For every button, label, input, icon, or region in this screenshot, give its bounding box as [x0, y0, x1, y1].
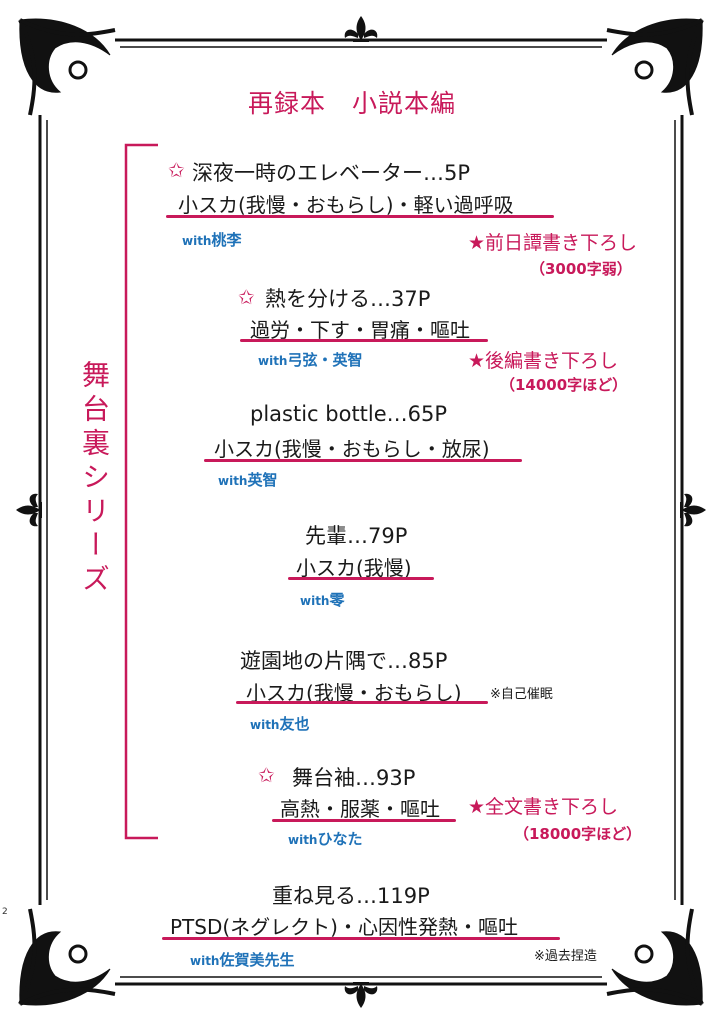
- entry-tags: 過労・下す・胃痛・嘔吐: [250, 318, 470, 342]
- bonus-note: ★後編書き下ろし: [468, 350, 619, 372]
- series-bracket: [124, 143, 158, 840]
- entry-with: with英智: [218, 471, 278, 489]
- series-label: 舞台裏シリーズ: [78, 360, 111, 598]
- underline: [166, 215, 554, 218]
- corner-ornament-top-right: [606, 18, 704, 116]
- entry-title: 遊園地の片隅で…85P: [240, 649, 448, 673]
- corner-ornament-bottom-left: [18, 908, 116, 1006]
- entry-with: with佐賀美先生: [190, 951, 295, 969]
- underline: [272, 819, 456, 822]
- bonus-chars: （18000字ほど）: [514, 825, 642, 843]
- entry-tags: 小スカ(我慢): [296, 556, 412, 580]
- page-number: 2: [2, 907, 8, 917]
- entry-tags: 小スカ(我慢・おもらし・放尿): [214, 437, 490, 461]
- entry-with: with友也: [250, 715, 310, 733]
- entry-tags: 高熱・服薬・嘔吐: [280, 797, 440, 821]
- entry-with: withひなた: [288, 830, 363, 848]
- entry-with: with零: [300, 591, 345, 609]
- corner-ornament-bottom-right: [606, 908, 704, 1006]
- bonus-chars: （3000字弱）: [530, 260, 632, 278]
- entry-tags: PTSD(ネグレクト)・心因性発熱・嘔吐: [170, 915, 518, 939]
- entry-tags: 小スカ(我慢・おもらし)・軽い過呼吸: [178, 193, 514, 217]
- entry-title: 熱を分ける…37P: [265, 287, 431, 311]
- recommend-star-icon: ✩: [238, 285, 255, 309]
- bonus-note: ★前日譚書き下ろし: [468, 232, 638, 254]
- underline: [288, 577, 434, 580]
- page-title: 再録本 小説本編: [248, 89, 457, 118]
- entry-title: 舞台袖…93P: [292, 766, 416, 790]
- fleur-de-lis-left: [16, 493, 42, 527]
- fleur-de-lis-right: [680, 493, 706, 527]
- entry-note: ※自己催眠: [490, 687, 553, 702]
- underline: [236, 701, 488, 704]
- bonus-chars: （14000字ほど）: [500, 376, 628, 394]
- fleur-de-lis-bottom: [344, 982, 378, 1008]
- entry-note: ※過去捏造: [534, 949, 597, 964]
- entry-with: with弓弦・英智: [258, 351, 363, 369]
- fleur-de-lis-top: [344, 16, 378, 42]
- underline: [162, 937, 560, 940]
- entry-title: 深夜一時のエレベーター…5P: [192, 161, 471, 185]
- underline: [240, 339, 488, 342]
- entry-title: 重ね見る…119P: [272, 884, 430, 908]
- entry-title: plastic bottle…65P: [250, 402, 448, 426]
- bonus-note: ★全文書き下ろし: [468, 796, 619, 818]
- underline: [204, 459, 522, 462]
- entry-with: with桃李: [182, 231, 242, 249]
- recommend-star-icon: ✩: [258, 763, 275, 787]
- recommend-star-icon: ✩: [168, 158, 185, 182]
- entry-title: 先輩…79P: [305, 524, 408, 548]
- corner-ornament-top-left: [18, 18, 116, 116]
